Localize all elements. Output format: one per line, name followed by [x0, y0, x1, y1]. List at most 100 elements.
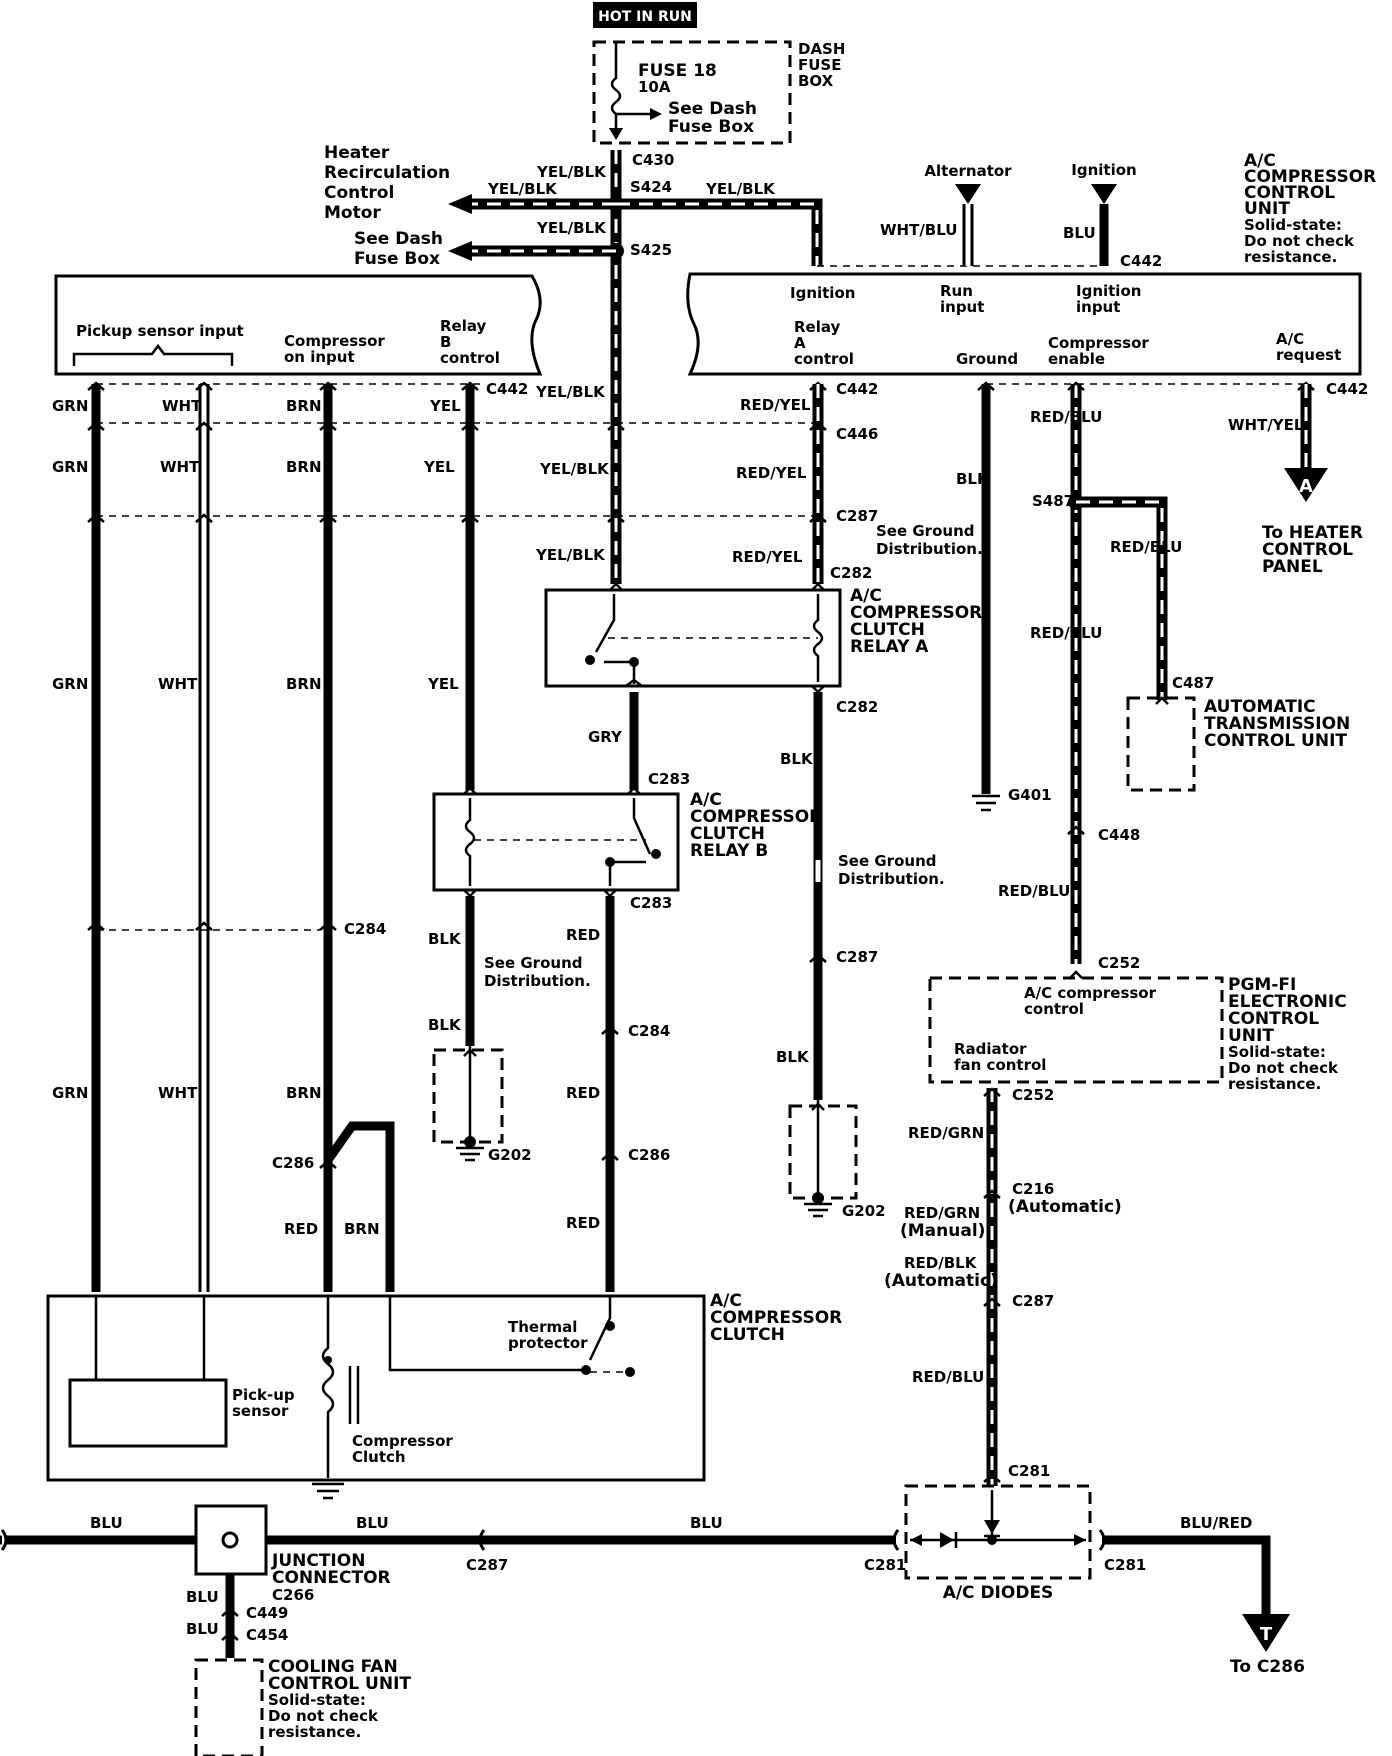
- svg-text:WHT: WHT: [158, 1084, 198, 1102]
- g202-right: G202: [788, 1100, 886, 1220]
- svg-text:Distribution.: Distribution.: [838, 870, 945, 888]
- svg-text:BLK: BLK: [428, 1016, 462, 1034]
- svg-text:YEL: YEL: [423, 458, 455, 476]
- svg-text:Pick-up: Pick-up: [232, 1386, 295, 1404]
- relay-a: A/C COMPRESSOR CLUTCH RELAY A: [544, 582, 982, 694]
- svg-text:C283: C283: [648, 770, 690, 788]
- svg-text:C286: C286: [272, 1154, 314, 1172]
- svg-text:RED/BLU: RED/BLU: [1030, 408, 1102, 426]
- svg-text:BRN: BRN: [286, 675, 322, 693]
- svg-text:C286: C286: [628, 1146, 670, 1164]
- svg-text:sensor: sensor: [232, 1402, 289, 1420]
- svg-text:COOLING FAN: COOLING FAN: [268, 1657, 398, 1677]
- pgm-fi-electronic-control-unit: A/C compressor control Radiator fan cont…: [928, 970, 1347, 1093]
- svg-text:GRN: GRN: [52, 458, 88, 476]
- svg-text:RED/GRN: RED/GRN: [904, 1204, 980, 1222]
- svg-text:Pickup sensor input: Pickup sensor input: [76, 322, 244, 340]
- svg-text:COMPRESSOR: COMPRESSOR: [690, 807, 822, 827]
- ignition-label: Ignition: [1071, 161, 1136, 179]
- svg-text:RED/BLU: RED/BLU: [1030, 624, 1102, 642]
- svg-text:AUTOMATIC: AUTOMATIC: [1204, 697, 1316, 717]
- svg-text:YEL/BLK: YEL/BLK: [539, 460, 610, 478]
- svg-text:C442: C442: [1326, 380, 1368, 398]
- relay-b: A/C COMPRESSOR CLUTCH RELAY B: [432, 786, 822, 898]
- svg-text:G202: G202: [842, 1202, 886, 1220]
- to-heater-control-panel-label: To HEATER CONTROL PANEL: [1262, 523, 1363, 577]
- svg-text:RED/BLU: RED/BLU: [912, 1368, 984, 1386]
- svg-text:Ignition: Ignition: [1076, 282, 1141, 300]
- hot-in-run-badge: HOT IN RUN: [593, 2, 697, 28]
- heater-recirculation-motor-label: Heater Recirculation Control Motor: [324, 143, 450, 223]
- svg-text:B: B: [440, 333, 451, 351]
- svg-text:COMPRESSOR: COMPRESSOR: [1244, 167, 1376, 187]
- svg-text:A/C: A/C: [710, 1291, 742, 1311]
- svg-text:Radiator: Radiator: [954, 1040, 1027, 1058]
- svg-text:WHT: WHT: [162, 397, 202, 415]
- svg-text:C487: C487: [1172, 674, 1214, 692]
- svg-text:ELECTRONIC: ELECTRONIC: [1228, 992, 1347, 1012]
- svg-text:C284: C284: [628, 1022, 670, 1040]
- svg-text:C283: C283: [630, 894, 672, 912]
- cooling-fan-control-unit: COOLING FAN CONTROL UNIT Solid-state: Do…: [194, 1657, 411, 1756]
- svg-text:C252: C252: [1098, 954, 1140, 972]
- svg-text:Do not check: Do not check: [1228, 1059, 1339, 1077]
- svg-text:RED/BLK: RED/BLK: [904, 1254, 978, 1272]
- svg-text:enable: enable: [1048, 350, 1105, 368]
- svg-text:C284: C284: [344, 920, 386, 938]
- svg-text:BLU: BLU: [1063, 224, 1096, 242]
- svg-text:request: request: [1276, 346, 1341, 364]
- svg-text:A/C: A/C: [1244, 151, 1276, 171]
- svg-text:RED: RED: [566, 1214, 600, 1232]
- svg-text:Clutch: Clutch: [352, 1448, 406, 1466]
- svg-text:Compressor: Compressor: [352, 1432, 453, 1450]
- svg-text:CONTROL: CONTROL: [1228, 1009, 1319, 1029]
- alternator-label: Alternator: [924, 162, 1012, 180]
- svg-text:Distribution.: Distribution.: [484, 972, 591, 990]
- svg-text:Ignition: Ignition: [790, 284, 855, 302]
- fuse-name: FUSE 18: [638, 61, 717, 81]
- svg-text:resistance.: resistance.: [1228, 1075, 1321, 1093]
- svg-text:Fuse Box: Fuse Box: [354, 249, 440, 269]
- svg-text:WHT: WHT: [158, 675, 198, 693]
- svg-text:BRN: BRN: [286, 397, 322, 415]
- svg-text:TRANSMISSION: TRANSMISSION: [1204, 714, 1350, 734]
- svg-text:CLUTCH: CLUTCH: [690, 824, 765, 844]
- svg-text:CONTROL: CONTROL: [1244, 183, 1335, 203]
- ac-compressor-clutch: Pick-up sensor Compressor Clutch Thermal…: [46, 1291, 842, 1500]
- svg-text:C287: C287: [836, 948, 878, 966]
- svg-text:C442: C442: [486, 380, 528, 398]
- svg-text:BLK: BLK: [428, 930, 462, 948]
- svg-text:fan control: fan control: [954, 1056, 1046, 1074]
- svg-text:GRY: GRY: [588, 728, 623, 746]
- svg-text:YEL/BLK: YEL/BLK: [536, 219, 607, 237]
- svg-text:C281: C281: [864, 1556, 906, 1574]
- svg-text:Distribution.: Distribution.: [876, 540, 983, 558]
- svg-text:S487: S487: [1032, 492, 1074, 510]
- svg-text:RELAY B: RELAY B: [690, 841, 768, 861]
- svg-text:CONNECTOR: CONNECTOR: [272, 1568, 391, 1588]
- svg-text:(Automatic): (Automatic): [884, 1271, 998, 1291]
- svg-text:See Ground: See Ground: [838, 852, 936, 870]
- svg-text:CONTROL UNIT: CONTROL UNIT: [1204, 731, 1347, 751]
- svg-text:RELAY A: RELAY A: [850, 637, 929, 657]
- see-dash-line2: Fuse Box: [668, 117, 754, 137]
- dash-fuse-box: FUSE 18 10A See Dash Fuse Box DASH FUSE …: [592, 40, 845, 145]
- svg-text:RED: RED: [566, 1084, 600, 1102]
- svg-text:PANEL: PANEL: [1262, 557, 1323, 577]
- svg-text:RED/GRN: RED/GRN: [908, 1124, 984, 1142]
- svg-text:YEL: YEL: [427, 675, 459, 693]
- svg-text:control: control: [794, 350, 854, 368]
- svg-text:CONTROL UNIT: CONTROL UNIT: [268, 1674, 411, 1694]
- svg-text:BOX: BOX: [798, 72, 834, 90]
- svg-text:PGM-FI: PGM-FI: [1228, 975, 1296, 995]
- svg-text:Compressor: Compressor: [1048, 334, 1149, 352]
- svg-text:control: control: [1024, 1000, 1084, 1018]
- svg-text:control: control: [440, 349, 500, 367]
- svg-text:Run: Run: [940, 282, 973, 300]
- svg-text:BLU: BLU: [90, 1514, 123, 1532]
- svg-text:C266: C266: [272, 1586, 314, 1604]
- svg-text:DASH: DASH: [798, 40, 845, 58]
- svg-text:RED/BLU: RED/BLU: [1110, 538, 1182, 556]
- svg-text:Control: Control: [324, 183, 394, 203]
